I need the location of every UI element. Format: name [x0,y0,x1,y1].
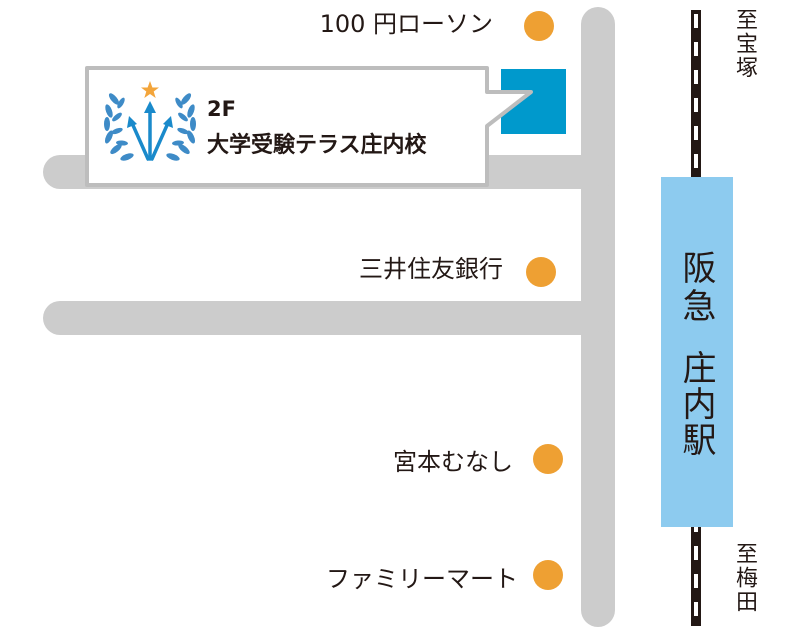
landmark-marker-lawson [524,11,554,41]
landmark-label-smbc: 三井住友銀行 [359,255,503,283]
station-name-label: 庄内駅 [676,350,716,458]
landmark-marker-miyamoto [533,444,563,474]
station-line-label: 阪急 [676,250,716,326]
laurel-arrows-logo-icon [104,81,196,161]
school-name: 大学受験テラス庄内校 [207,133,427,158]
school-callout [85,66,533,187]
direction-north-label: 至宝塚 [732,8,757,80]
station-block [661,177,733,527]
landmark-marker-smbc [526,257,556,287]
landmark-label-lawson: 100 円ローソン [319,10,493,38]
school-floor: 2F [207,97,236,121]
landmark-marker-familymart [533,560,563,590]
landmark-label-familymart: ファミリーマート [326,565,518,593]
arrows-icon [127,101,173,161]
landmark-label-miyamoto: 宮本むなし [393,448,513,476]
direction-south-label: 至梅田 [732,542,757,614]
star-icon [141,81,159,98]
